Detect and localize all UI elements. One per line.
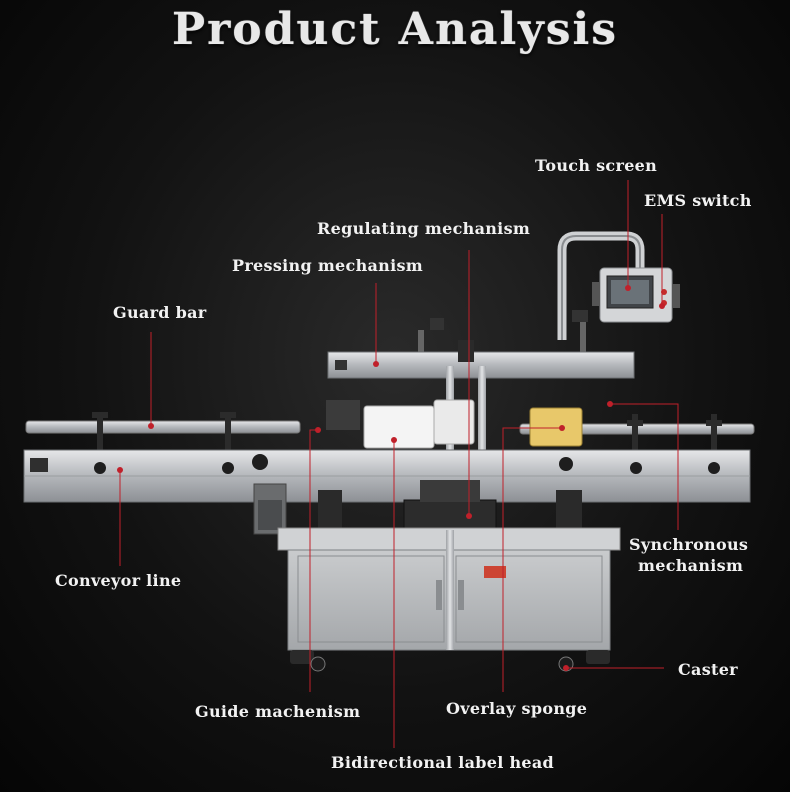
label-rolls [326, 399, 583, 449]
upper-frame-posts [418, 310, 588, 360]
label-conveyor-line: Conveyor line [55, 571, 182, 590]
label-caster: Caster [678, 660, 738, 679]
label-overlay-sponge: Overlay sponge [446, 699, 588, 718]
page-title: Product Analysis [172, 4, 618, 55]
label-synchronous-mechanism-line1: Synchronous [629, 535, 749, 554]
screen-support-pipe [557, 231, 645, 340]
label-synchronous-mechanism-line2: mechanism [638, 556, 744, 575]
conveyor-motor [253, 483, 287, 535]
leader-lines [119, 180, 679, 748]
touch-screen-panel [592, 267, 680, 323]
conveyor-line [23, 449, 751, 503]
casters [290, 650, 610, 672]
machine-cabinet [277, 527, 621, 651]
leader-synchronous-mechanism [610, 403, 679, 530]
label-pressing-mechanism: Pressing mechanism [232, 256, 424, 275]
label-touch-screen: Touch screen [535, 156, 658, 175]
leader-dots [117, 285, 665, 671]
leader-overlay-sponge [502, 427, 562, 692]
label-guard-bar: Guard bar [113, 303, 207, 322]
label-ems-switch: EMS switch [644, 191, 752, 210]
label-regulating-mechanism: Regulating mechanism [317, 219, 531, 238]
label-bidirectional-label-head: Bidirectional label head [331, 753, 555, 772]
label-guide-mechanism: Guide machenism [195, 702, 361, 721]
